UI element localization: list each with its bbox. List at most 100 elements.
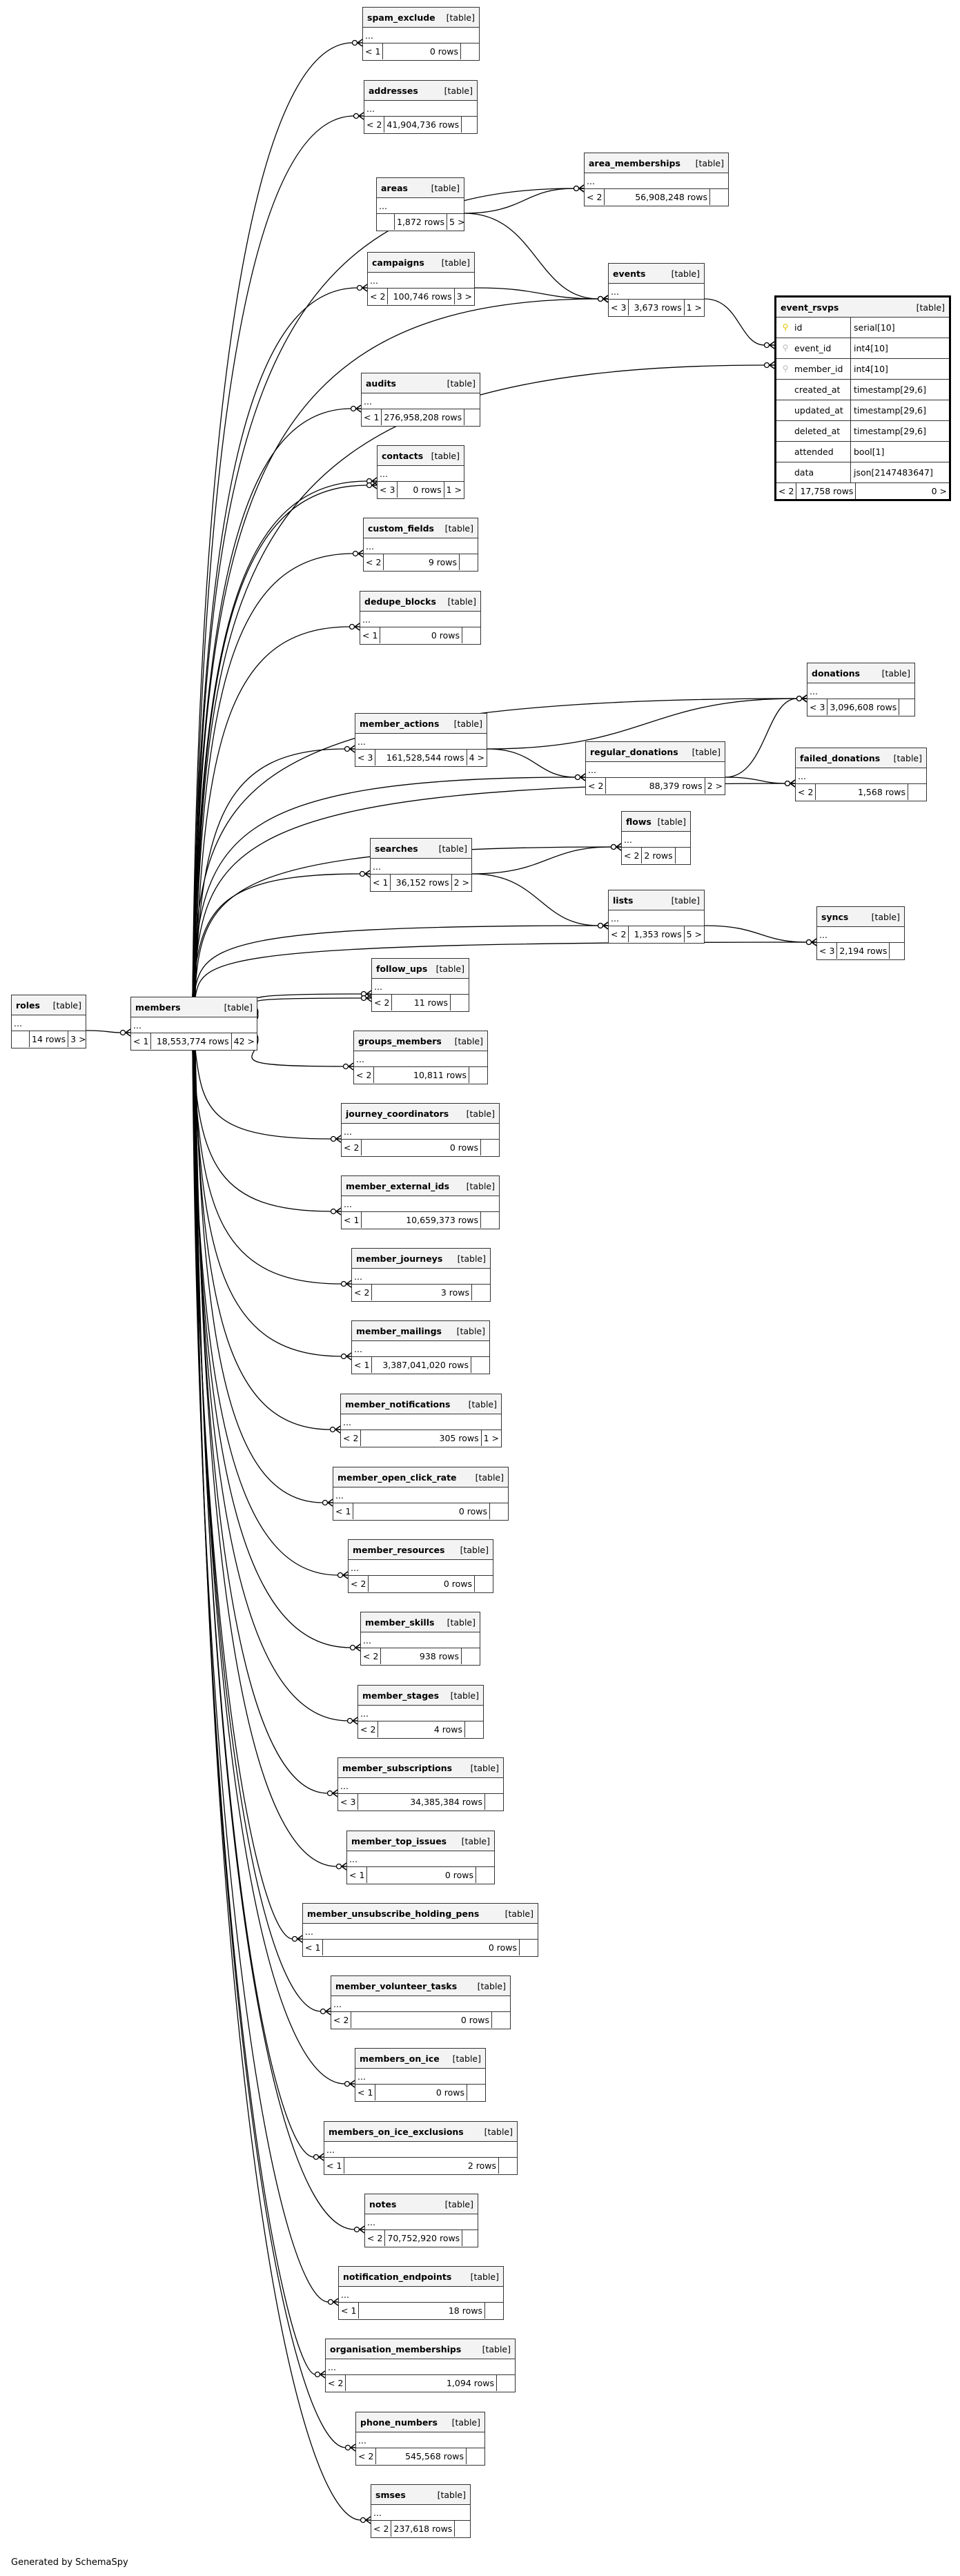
children-count[interactable] <box>899 699 917 715</box>
parents-count[interactable]: < 2 <box>326 2375 346 2391</box>
children-count[interactable] <box>460 554 478 570</box>
parents-count[interactable]: < 3 <box>817 943 838 959</box>
table-name[interactable]: contacts <box>382 450 424 461</box>
parents-count[interactable]: < 2 <box>368 289 389 304</box>
table-name[interactable]: member_external_ids <box>346 1180 450 1191</box>
parents-count[interactable]: < 2 <box>364 554 384 570</box>
table-name[interactable]: searches <box>375 843 418 854</box>
table-name[interactable]: audits <box>366 378 396 389</box>
children-count[interactable] <box>908 784 926 800</box>
children-count[interactable] <box>492 2012 510 2028</box>
table-name[interactable]: notification_endpoints <box>343 2271 452 2282</box>
table-name[interactable]: smses <box>375 2489 406 2500</box>
table-name[interactable]: member_notifications <box>345 1398 451 1409</box>
children-count[interactable] <box>676 848 694 863</box>
children-count[interactable] <box>471 1357 489 1373</box>
parents-count[interactable]: < 1 <box>371 875 391 890</box>
parents-count[interactable]: < 2 <box>349 1576 369 1592</box>
table-name[interactable]: member_volunteer_tasks <box>335 1980 458 1991</box>
children-count[interactable] <box>485 1794 503 1810</box>
parents-count[interactable]: < 2 <box>622 848 643 863</box>
table-name[interactable]: areas <box>381 182 408 193</box>
parents-count[interactable]: < 2 <box>331 2012 352 2028</box>
parents-count[interactable]: < 2 <box>586 778 607 794</box>
children-count[interactable]: 1 > <box>446 485 462 495</box>
table-name[interactable]: members_on_ice <box>360 2053 440 2064</box>
children-count[interactable] <box>469 1067 487 1083</box>
children-count[interactable]: 5 > <box>449 217 465 227</box>
parents-count[interactable]: < 3 <box>609 300 629 315</box>
parents-count[interactable]: < 2 <box>352 1285 373 1300</box>
parents-count[interactable]: < 1 <box>362 409 382 425</box>
parents-count[interactable]: < 1 <box>303 1940 324 1955</box>
parents-count[interactable]: < 2 <box>341 1430 362 1446</box>
parents-count[interactable]: < 1 <box>131 1033 152 1049</box>
children-count[interactable] <box>476 1867 494 1883</box>
parents-count[interactable]: < 2 <box>776 483 797 499</box>
table-member_unsubscribe_holding_pens[interactable]: member_unsubscribe_holding_pens[table]..… <box>302 1903 538 1957</box>
parents-count[interactable]: < 2 <box>361 1648 382 1664</box>
parents-count[interactable]: < 2 <box>354 1067 375 1083</box>
children-count[interactable] <box>467 2448 484 2464</box>
table-name[interactable]: flows <box>626 816 652 827</box>
parents-count[interactable]: < 1 <box>352 1357 373 1373</box>
table-name[interactable]: member_stages <box>362 1690 440 1701</box>
parents-count[interactable]: < 2 <box>365 2230 386 2246</box>
table-name[interactable]: phone_numbers <box>360 2417 438 2428</box>
table-name[interactable]: member_mailings <box>356 1325 442 1336</box>
table-name[interactable]: member_resources <box>353 1544 445 1555</box>
parents-count[interactable]: < 3 <box>378 482 398 498</box>
table-name[interactable]: failed_donations <box>800 752 881 763</box>
parents-count[interactable] <box>377 214 395 230</box>
table-name[interactable]: member_unsubscribe_holding_pens <box>307 1908 480 1919</box>
children-count[interactable] <box>455 2521 473 2537</box>
children-count[interactable]: 3 > <box>456 291 472 302</box>
children-count[interactable]: 3 > <box>70 1034 86 1044</box>
children-count[interactable] <box>467 2085 485 2100</box>
parents-count[interactable]: < 1 <box>347 1867 368 1883</box>
table-name[interactable]: journey_coordinators <box>346 1108 449 1119</box>
table-name[interactable]: syncs <box>821 911 849 922</box>
parents-count[interactable]: < 1 <box>355 2085 376 2100</box>
children-count[interactable]: 42 > <box>233 1036 255 1046</box>
parents-count[interactable]: < 2 <box>371 2521 392 2537</box>
table-name[interactable]: member_open_click_rate <box>337 1472 457 1483</box>
table-name[interactable]: member_subscriptions <box>342 1762 453 1773</box>
table-name[interactable]: member_skills <box>365 1617 435 1628</box>
parents-count[interactable] <box>12 1031 30 1047</box>
table-name[interactable]: addresses <box>369 85 418 96</box>
table-name[interactable]: member_journeys <box>356 1253 443 1264</box>
table-name[interactable]: area_memberships <box>589 157 680 168</box>
children-count[interactable] <box>485 2303 503 2319</box>
children-count[interactable]: 2 > <box>707 781 723 791</box>
parents-count[interactable]: < 2 <box>358 1721 379 1737</box>
children-count[interactable]: 4 > <box>469 752 484 763</box>
table-name[interactable]: members_on_ice_exclusions <box>329 2126 464 2137</box>
table-name[interactable]: roles <box>16 999 40 1011</box>
